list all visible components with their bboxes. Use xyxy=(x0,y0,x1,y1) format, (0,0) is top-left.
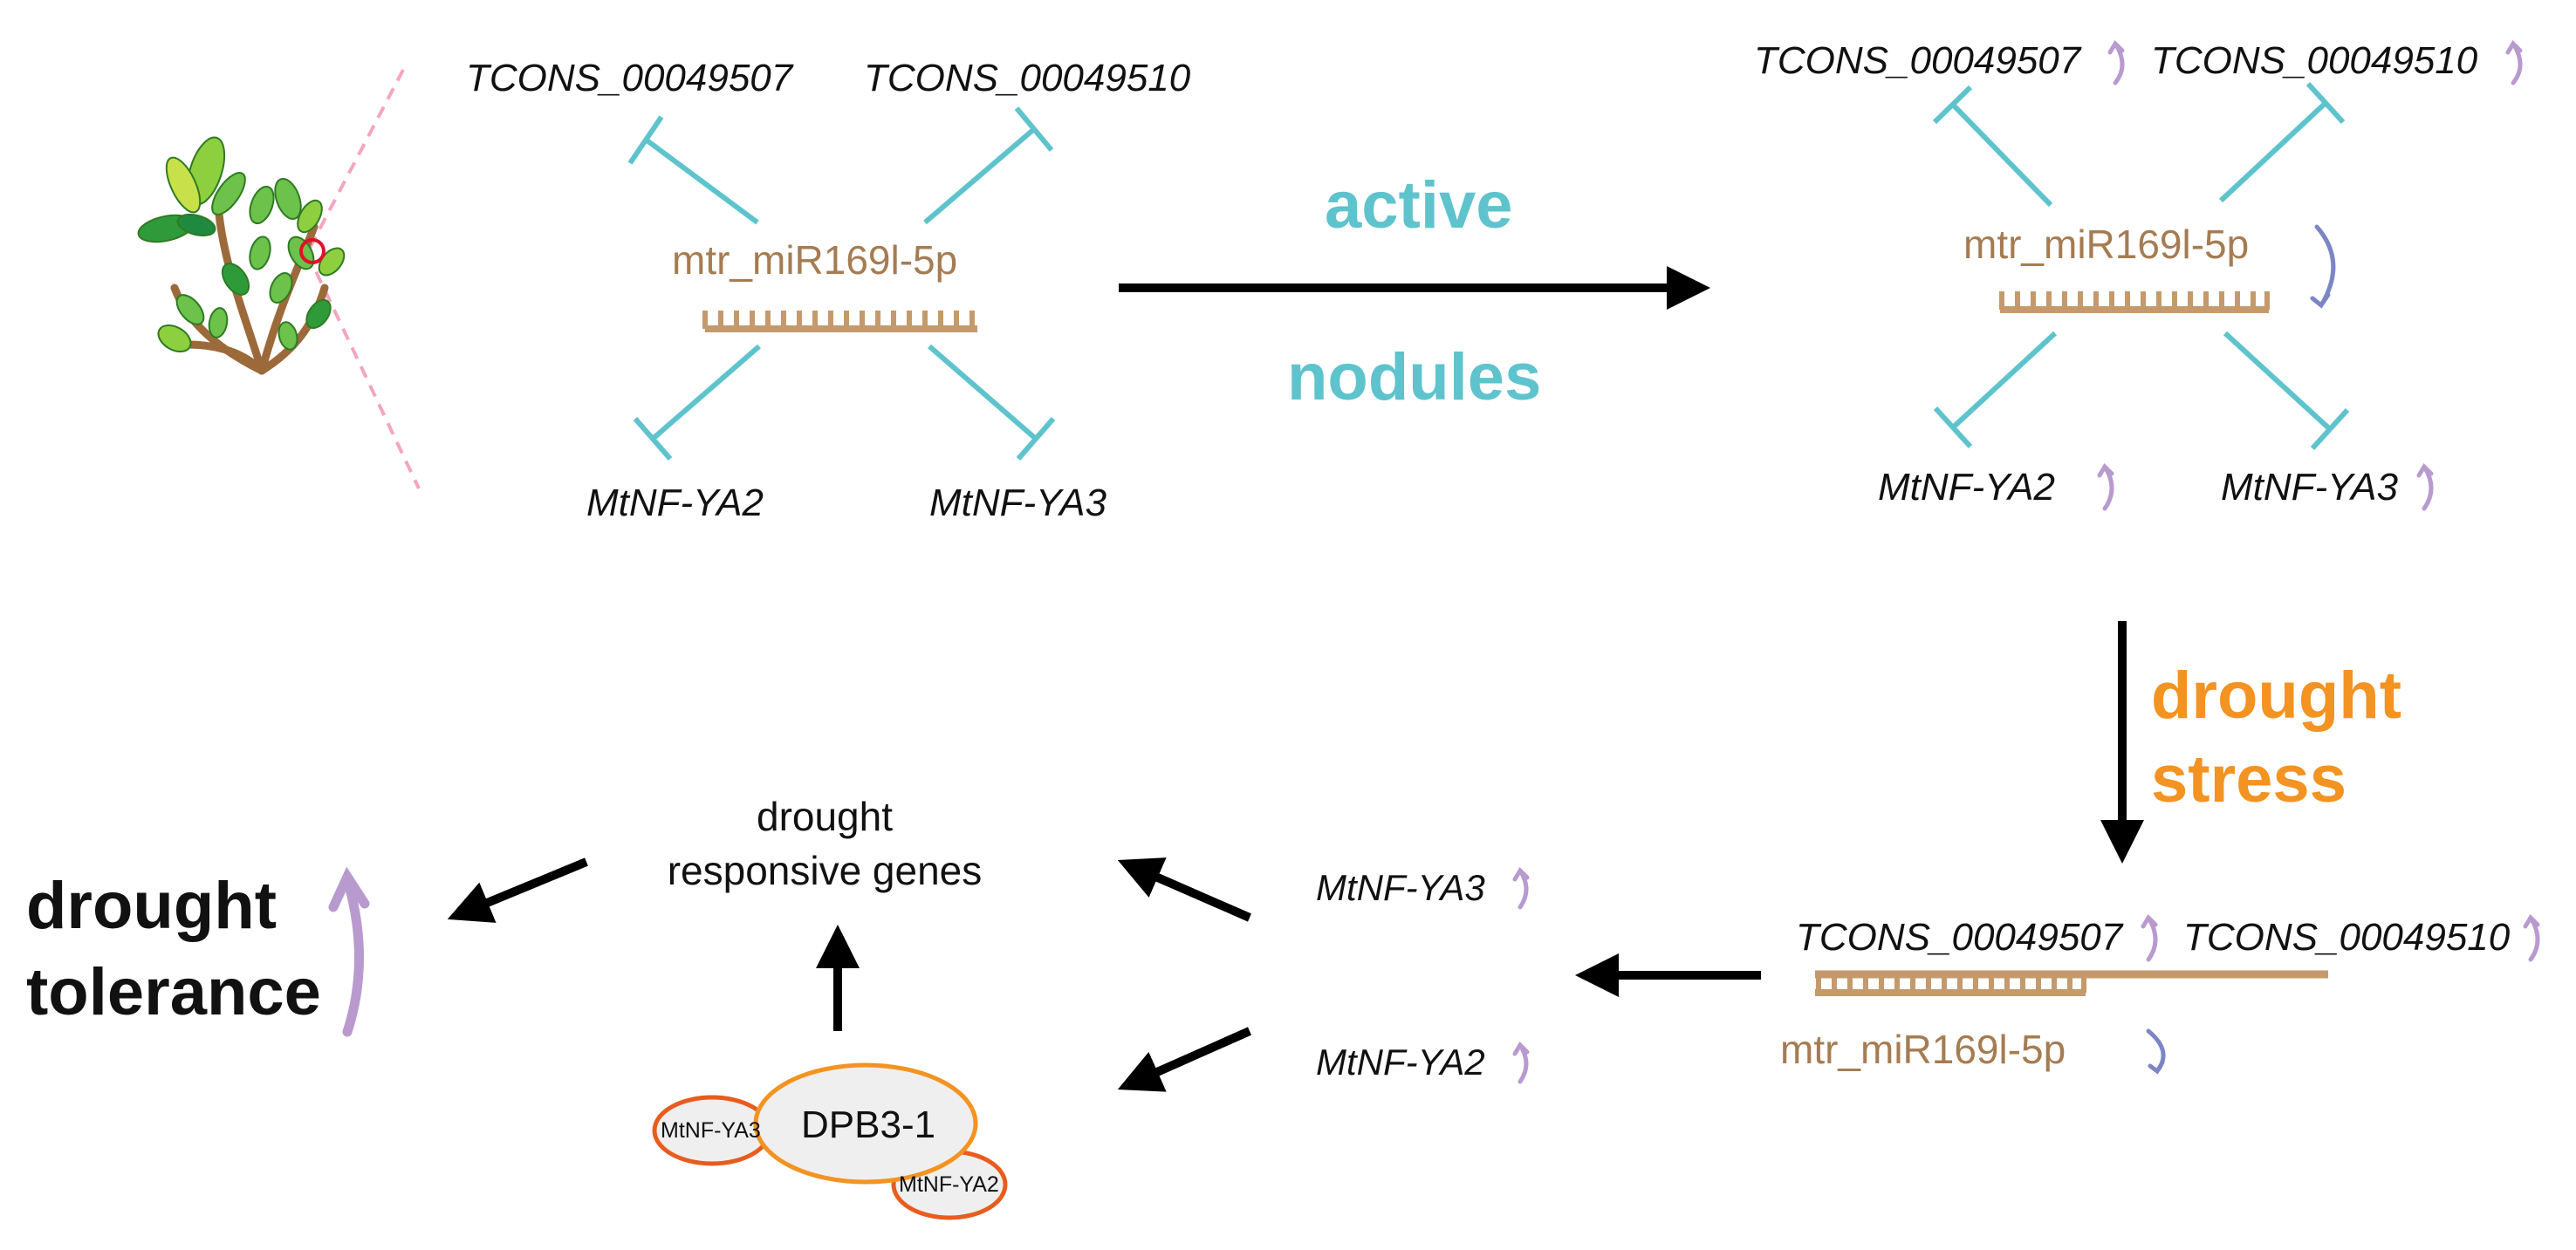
drought-responsive-genes-label: drought responsive genes xyxy=(637,789,1012,898)
root-nodule-focus-circle xyxy=(299,238,325,264)
drought-responsive-genes-line1: drought xyxy=(756,794,893,839)
drought-stress-label-line1: drought xyxy=(2151,659,2402,733)
up-regulation-icon xyxy=(1512,866,1530,1084)
up-regulation-icon xyxy=(2141,913,2540,962)
panel-normal-mirna-bar xyxy=(702,311,977,332)
drought-tolerance-line2: tolerance xyxy=(26,954,321,1029)
dpb3-1-label: DPB3-1 xyxy=(801,1103,936,1146)
panel-nodules-tcons-00049507-label: TCONS_00049507 xyxy=(1754,39,2081,82)
dpb3-1-subunit-oval xyxy=(753,1062,978,1185)
drought-responsive-genes-line2: responsive genes xyxy=(667,848,983,894)
panel-nodules-mirna-label: mtr_miR169l-5p xyxy=(1963,222,2250,267)
panel-drought-sponge-bar xyxy=(1815,970,2328,996)
panel-drought-tcons-00049507-label: TCONS_00049507 xyxy=(1796,916,2123,959)
released-nfya3-label: MtNF-YA3 xyxy=(1316,867,1485,908)
arrow-nfya2-to-genes xyxy=(1117,1027,1252,1092)
arrow-nfya3-to-genes xyxy=(1117,857,1252,922)
medicago-plant-icon xyxy=(137,69,421,489)
active-nodules-label-line2: nodules xyxy=(1287,340,1542,414)
released-nfya2-label: MtNF-YA2 xyxy=(1316,1042,1485,1083)
panel-nodules-tcons-00049510-label: TCONS_00049510 xyxy=(2151,39,2478,82)
zoom-dashed-line-upper xyxy=(305,69,405,254)
panel-drought-mirna-label: mtr_miR169l-5p xyxy=(1780,1027,2066,1072)
down-regulation-icon xyxy=(2146,1028,2166,1075)
panel-normal-mirna-label: mtr_miR169l-5p xyxy=(672,237,958,283)
drought-tolerance-label: drought tolerance xyxy=(26,864,321,1036)
panel-nodules-nfya3-label: MtNF-YA3 xyxy=(2221,466,2398,509)
complex-nfya3-label: MtNF-YA3 xyxy=(661,1118,761,1143)
up-regulation-icon xyxy=(2097,39,2523,511)
panel-normal-inhibition-lines xyxy=(627,106,1056,461)
panel-drought-tcons-00049510-label: TCONS_00049510 xyxy=(2183,916,2511,959)
drought-stress-label-line2: stress xyxy=(2151,742,2346,816)
down-regulation-icon xyxy=(2310,224,2336,309)
panel-normal-nfya3-label: MtNF-YA3 xyxy=(929,482,1106,524)
active-nodules-label-line1: active xyxy=(1325,168,1513,242)
panel-normal-nfya2-label: MtNF-YA2 xyxy=(586,482,764,524)
panel-normal-tcons-00049507-label: TCONS_00049507 xyxy=(466,57,793,99)
arrow-to-drought-tolerance xyxy=(447,857,588,923)
nfy-complex xyxy=(652,1062,1008,1220)
panel-normal-tcons-00049510-label: TCONS_00049510 xyxy=(864,57,1191,99)
complex-nfya2-label: MtNF-YA2 xyxy=(899,1172,999,1197)
panel-nodules-nfya2-label: MtNF-YA2 xyxy=(1878,466,2055,509)
tolerance-increase-icon xyxy=(328,866,370,1037)
panel-nodules-inhibition-lines xyxy=(1932,81,2350,451)
drought-tolerance-line1: drought xyxy=(26,869,277,943)
panel-nodules-mirna-bar xyxy=(1999,291,2270,313)
